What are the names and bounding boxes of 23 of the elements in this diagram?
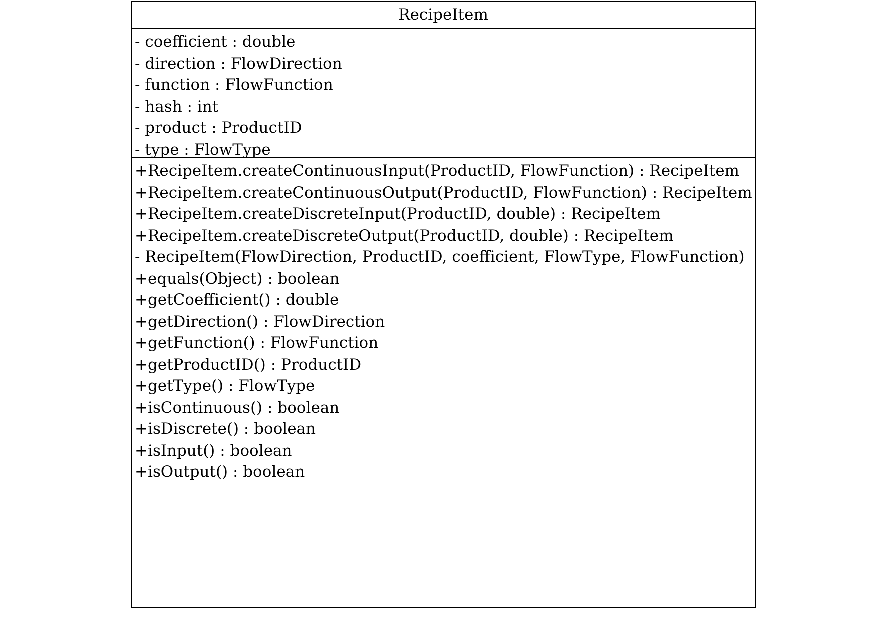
attribute-text: - hash : int — [134, 96, 220, 118]
attribute-text: - coefficient : double — [134, 32, 297, 53]
method-text: +getProductID() : ProductID — [134, 354, 363, 376]
method-text: +isDiscrete() : boolean — [134, 419, 318, 440]
attribute-text: - product : ProductID — [134, 118, 304, 139]
method-text: +isOutput() : boolean — [134, 462, 306, 483]
method-text: +RecipeItem.createContinuousInput(ProductID, FlowFunction) : RecipeItem — [134, 161, 740, 182]
method-text: +getCoefficient() : double — [134, 290, 340, 311]
method-text: +isContinuous() : boolean — [134, 398, 341, 418]
method-text: +RecipeItem.createDiscreteOutput(ProductID, double) : RecipeItem — [134, 226, 675, 246]
method-text: - RecipeItem(FlowDirection, ProductID, coefficient, FlowType, FlowFunction) — [134, 247, 746, 268]
method-text: +equals(Object) : boolean — [134, 268, 341, 290]
class-name: RecipeItem — [398, 5, 490, 26]
method-text: +getType() : FlowType — [134, 376, 316, 397]
method-text: +RecipeItem.createDiscreteInput(ProductID, double) : RecipeItem — [134, 204, 662, 225]
method-text: +isInput() : boolean — [134, 440, 294, 462]
method-text: +getFunction() : FlowFunction — [134, 333, 380, 354]
attribute-text: - direction : FlowDirection — [134, 54, 344, 74]
attributes-compartment — [131, 28, 756, 158]
method-text: +RecipeItem.createContinuousOutput(ProductID, FlowFunction) : RecipeItem — [134, 182, 754, 204]
class-box — [131, 1, 756, 608]
attribute-text: - function : FlowFunction — [134, 75, 334, 96]
method-text: +getDirection() : FlowDirection — [134, 312, 386, 332]
